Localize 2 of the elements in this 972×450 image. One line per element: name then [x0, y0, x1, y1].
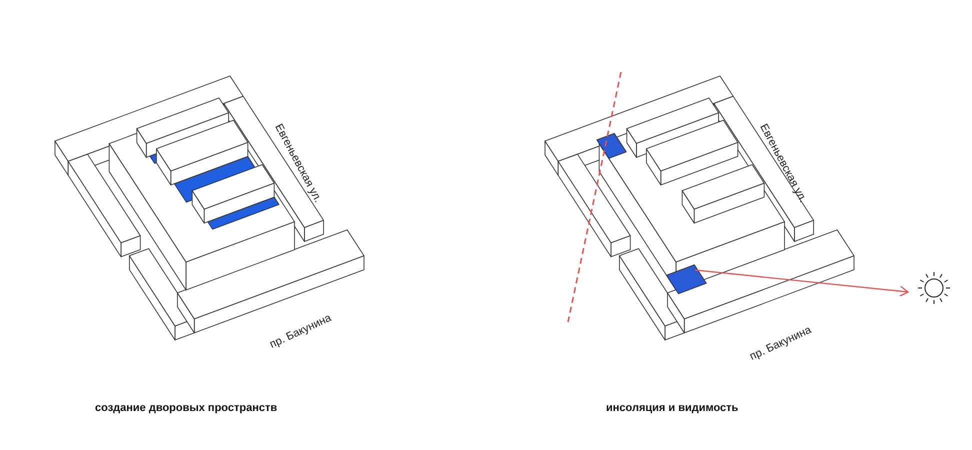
caption: создание дворовых пространств	[95, 402, 278, 414]
caption: инсоляция и видимость	[606, 402, 738, 414]
